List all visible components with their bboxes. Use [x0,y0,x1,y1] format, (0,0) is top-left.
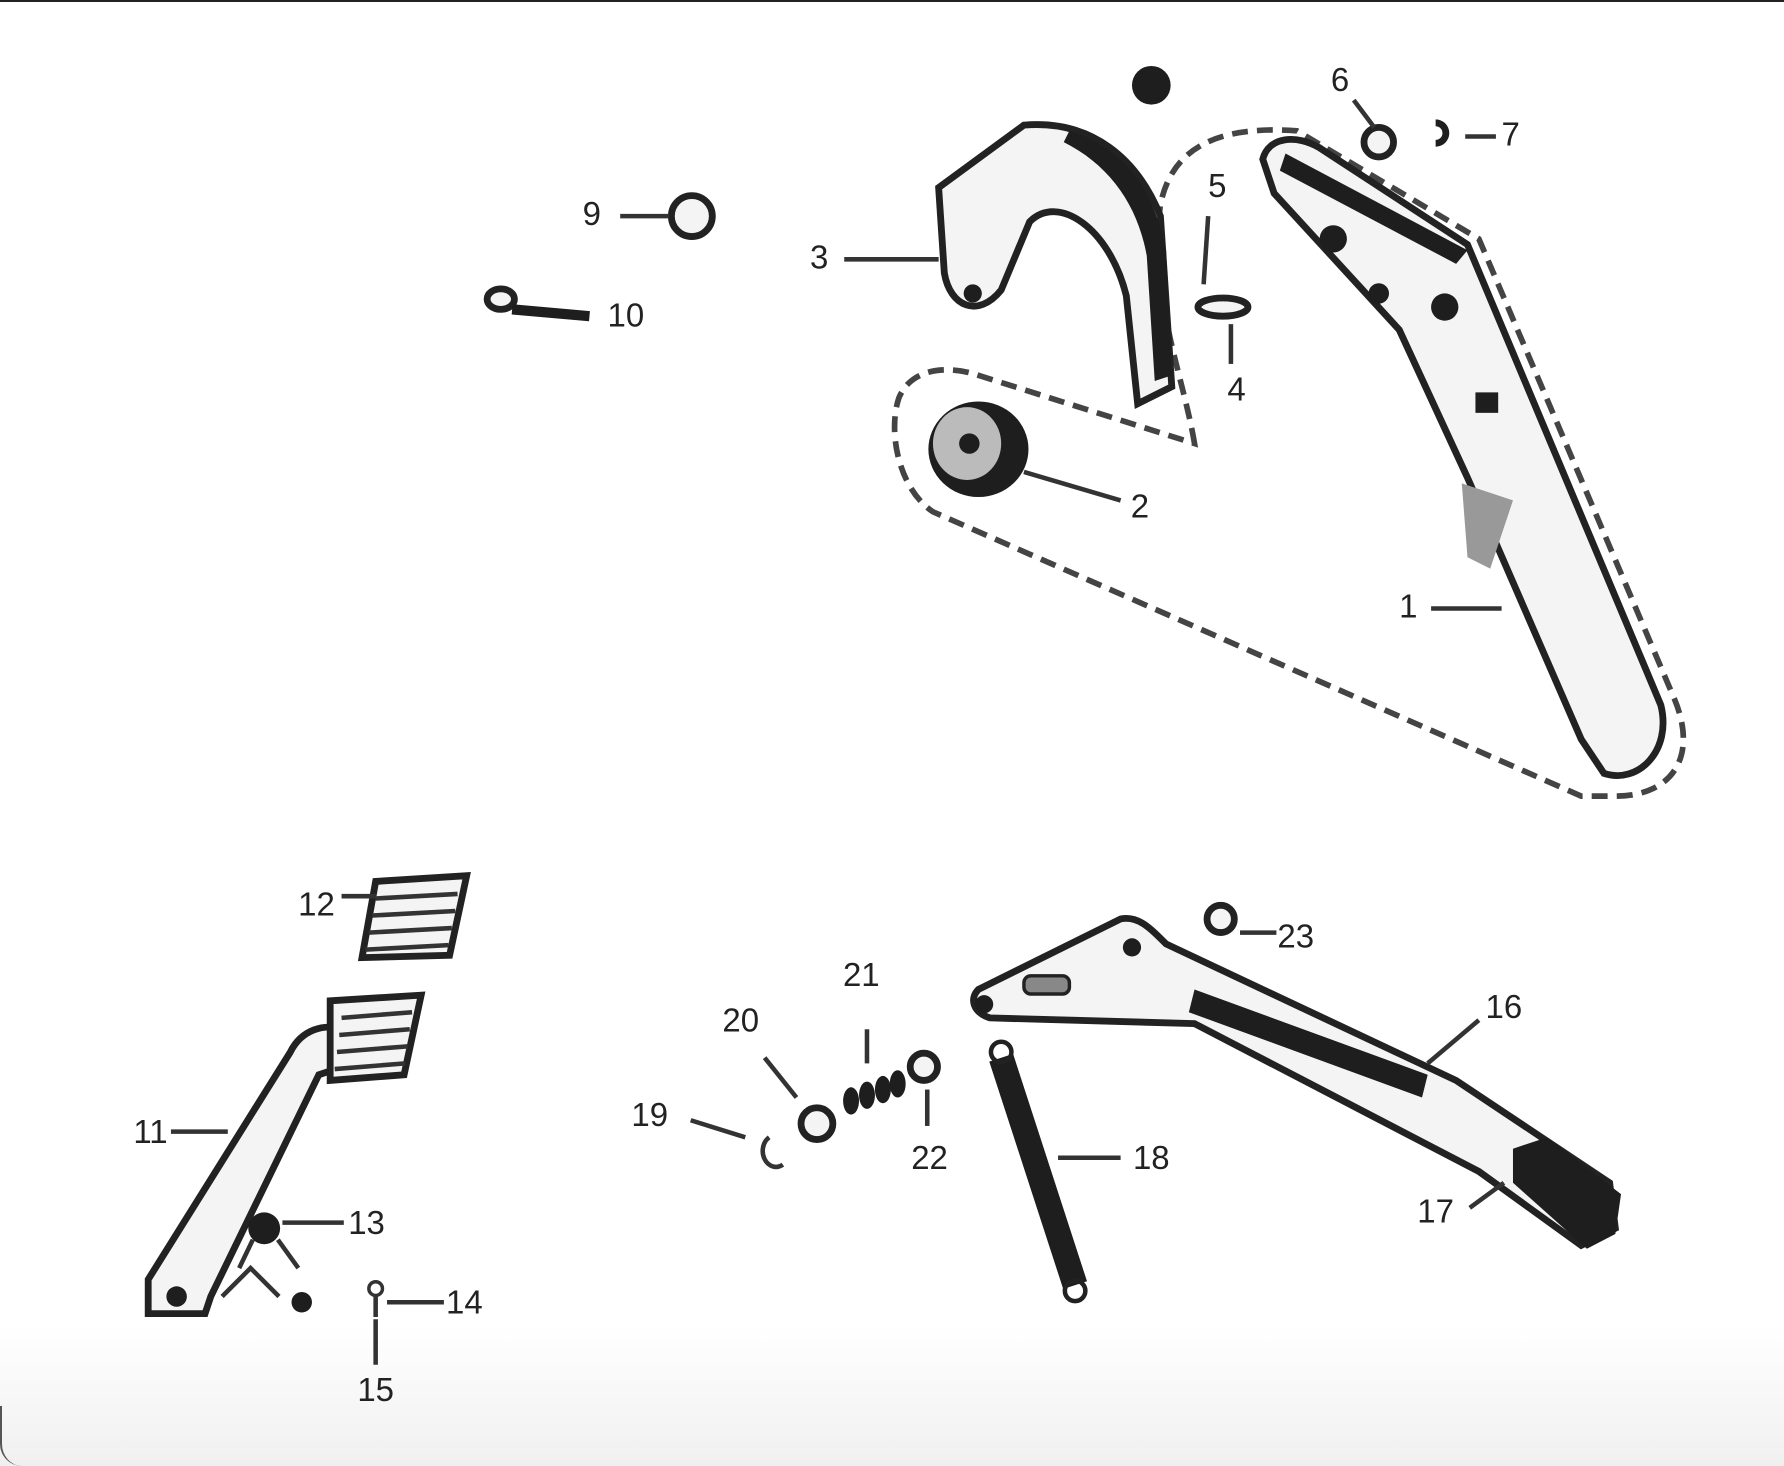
part-1-main-bracket [1259,136,1667,779]
part-19-circlip [760,1135,785,1170]
part-6-washer [1360,123,1397,161]
callout-1: 1 [1399,588,1417,625]
part-3-curved-arm [935,121,1176,410]
callout-16: 16 [1486,988,1523,1025]
callout-13: 13 [348,1204,385,1241]
callout-20: 20 [722,1002,759,1039]
part-20-washer [797,1104,837,1144]
leader-lines [170,98,1506,1365]
callout-2: 2 [1131,487,1149,524]
callout-18: 18 [1133,1139,1170,1176]
part-nut-top [1131,65,1171,105]
callout-11: 11 [133,1113,167,1150]
callout-6: 6 [1331,61,1349,98]
window-corner [0,1406,26,1466]
part-7-clip [1435,119,1450,147]
part-4-bushing [1194,294,1252,320]
part-13-spring [237,1212,301,1270]
part-9-nut [667,192,716,240]
part-5-pin [1201,215,1211,285]
callout-15: 15 [357,1371,394,1408]
part-11-brake-pedal [144,991,426,1318]
callout-4: 4 [1227,370,1245,407]
part-23-nut [1203,901,1238,937]
callout-7: 7 [1502,116,1520,153]
callout-5: 5 [1208,167,1226,204]
part-16-lever [970,914,1620,1250]
callout-12: 12 [298,886,335,923]
callout-22: 22 [911,1139,948,1176]
callout-14: 14 [446,1284,483,1321]
callout-17: 17 [1417,1193,1454,1230]
callout-3: 3 [810,238,828,275]
callout-19: 19 [631,1096,668,1133]
part-2-pulley [928,401,1029,498]
part-21-spring [843,1070,906,1115]
part-22-washer [906,1049,941,1084]
bottom-shade [0,1326,1784,1466]
callout-21: 21 [843,956,880,993]
callout-23: 23 [1277,917,1314,954]
part-17-grip [1512,1137,1622,1249]
callout-9: 9 [583,195,601,232]
part-18-spring [988,1039,1088,1304]
part-12-pedal-rubber [357,872,471,962]
part-10-bolt [483,285,590,322]
callout-10: 10 [608,296,645,333]
part-14-pin [367,1280,385,1318]
